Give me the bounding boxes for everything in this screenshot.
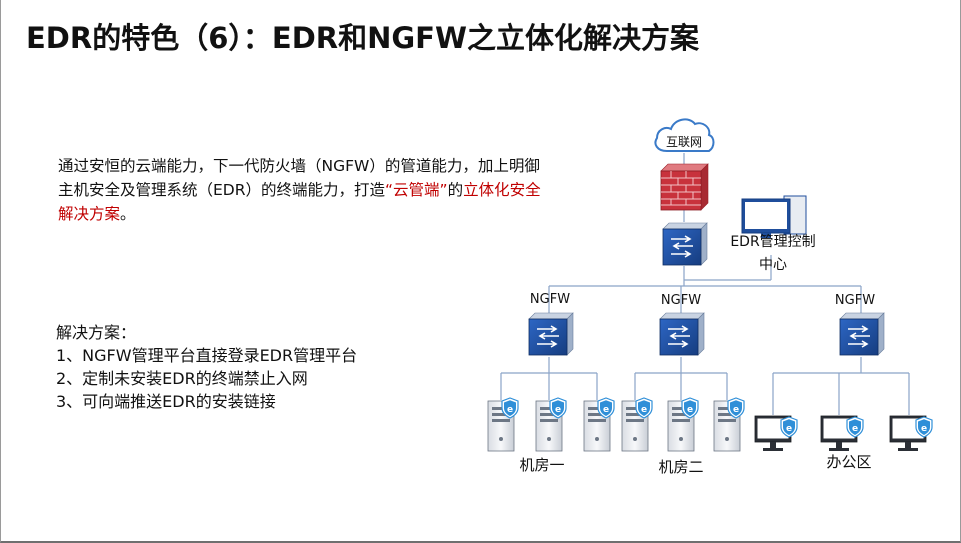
group-label-room-2: 机房二 — [658, 458, 703, 476]
description-text: 通过安恒的云端能力，下一代防火墙（NGFW）的管道能力，加上明御主机安全及管理系… — [58, 157, 540, 199]
description-highlight-cloud-pipe-end: “云管端” — [385, 181, 448, 199]
server-icon — [668, 398, 698, 451]
firewall-icon — [660, 163, 709, 211]
ngfw-label-3: NGFW — [835, 293, 875, 308]
server-icon — [714, 398, 744, 451]
solution-list: 解决方案： 1、NGFW管理平台直接登录EDR管理平台 2、定制未安装EDR的终… — [56, 321, 357, 413]
description-highlight-solution: 立体化安全解决方案 — [58, 181, 541, 223]
internet-label: 互联网 — [666, 135, 702, 149]
description-text-3: 。 — [120, 205, 136, 223]
ngfw-label-1: NGFW — [530, 292, 570, 307]
pc-icon — [890, 416, 932, 451]
slide-title: EDR的特色（6）：EDR和NGFW之立体化解决方案 — [26, 21, 699, 55]
pc-icon — [755, 416, 797, 451]
ngfw-label-2: NGFW — [661, 293, 701, 308]
server-icon — [622, 398, 652, 451]
edr-console-icon — [741, 195, 807, 238]
pc-icon — [821, 416, 863, 451]
internet-cloud-icon: 互联网 — [654, 118, 715, 152]
group-label-office: 办公区 — [826, 453, 871, 471]
solution-heading: 解决方案： — [56, 323, 137, 342]
connection-lines — [500, 153, 910, 415]
edr-console-label-line2: 中心 — [759, 257, 787, 273]
server-icon — [488, 398, 518, 451]
ngfw-switch-icon-3 — [839, 312, 885, 356]
ngfw-switch-icon-1 — [528, 312, 574, 356]
description-paragraph: 通过安恒的云端能力，下一代防火墙（NGFW）的管道能力，加上明御主机安全及管理系… — [58, 154, 548, 226]
solution-item-3: 3、可向端推送EDR的安装链接 — [56, 392, 276, 411]
edr-console-label-line1: EDR管理控制 — [730, 234, 815, 250]
ngfw-switch-icon-2 — [659, 312, 705, 356]
description-text-2: 的 — [447, 181, 464, 199]
solution-item-1: 1、NGFW管理平台直接登录EDR管理平台 — [56, 346, 358, 365]
core-switch-icon — [662, 222, 708, 266]
server-icon — [536, 398, 566, 451]
group-label-room-1: 机房一 — [519, 456, 564, 474]
server-icon — [584, 398, 614, 451]
solution-item-2: 2、定制未安装EDR的终端禁止入网 — [56, 369, 308, 388]
